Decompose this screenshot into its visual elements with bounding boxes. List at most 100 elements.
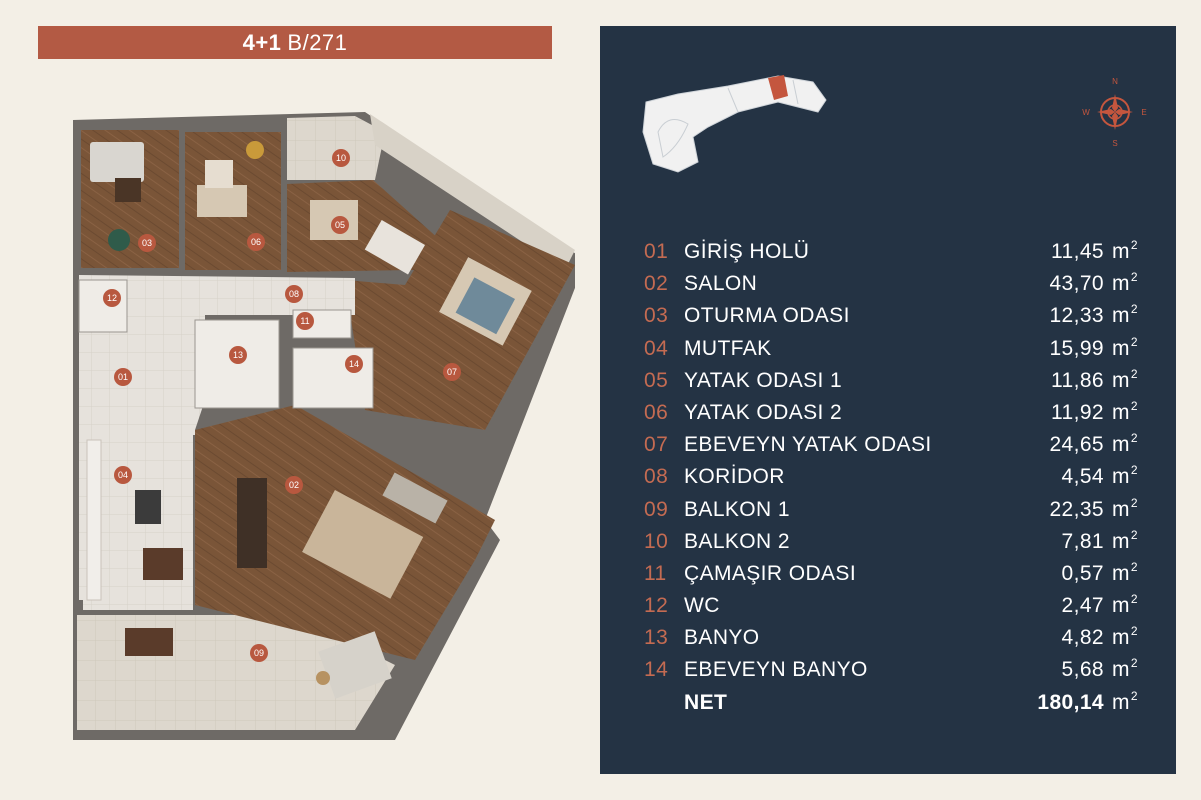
floor-plan: 03 06 05 10 07 08 11 12 13 14 01 04 02 0… — [55, 100, 585, 740]
room-row: 08 KORİDOR 4,54 m2 — [644, 463, 1138, 495]
plan-label-03: 03 — [142, 238, 152, 248]
plan-label-10: 10 — [336, 153, 346, 163]
room-area-value: 2,47 — [1061, 594, 1105, 618]
room-number: 08 — [644, 465, 669, 489]
room-name: ÇAMAŞIR ODASI — [684, 561, 857, 585]
room-number: 07 — [644, 433, 669, 457]
area-unit: m — [1112, 465, 1130, 489]
area-unit-power: 2 — [1130, 366, 1138, 381]
compass-w: W — [1082, 108, 1090, 117]
plan-label-12: 12 — [107, 293, 117, 303]
room-area-value: 11,92 — [1051, 400, 1105, 424]
area-unit: m — [1112, 658, 1130, 682]
area-unit-power: 2 — [1130, 592, 1138, 607]
unit-code: B/271 — [287, 29, 348, 55]
area-unit-power: 2 — [1130, 334, 1138, 349]
net-area-value: 180,14 — [1037, 690, 1105, 714]
area-unit-power: 2 — [1130, 624, 1138, 639]
room-area: 11,86 m2 — [1018, 367, 1138, 393]
room-name: BALKON 1 — [684, 497, 790, 521]
area-unit: m — [1112, 529, 1130, 553]
area-unit: m — [1112, 272, 1130, 296]
room-area-value: 11,45 — [1051, 240, 1105, 263]
room-number: 09 — [644, 497, 669, 521]
area-unit-power: 2 — [1130, 270, 1138, 285]
room-number: 11 — [644, 561, 667, 585]
room-area-value: 7,81 — [1061, 529, 1105, 553]
area-unit: m — [1112, 690, 1130, 714]
site-location-map — [642, 75, 827, 173]
area-unit: m — [1112, 561, 1130, 585]
room-number: 13 — [644, 626, 669, 650]
room-area: 2,47 m2 — [1018, 592, 1138, 618]
room-number: 03 — [644, 304, 669, 328]
room-number: 12 — [644, 594, 669, 618]
unit-type: 4+1 — [242, 29, 282, 55]
plan-label-02: 02 — [289, 480, 299, 490]
area-unit-power: 2 — [1130, 527, 1138, 542]
room-name: KORİDOR — [684, 465, 785, 489]
area-unit: m — [1112, 433, 1130, 457]
room-area-value: 11,86 — [1051, 368, 1105, 392]
plan-label-09: 09 — [254, 648, 264, 658]
room-area: 4,82 m2 — [1018, 624, 1138, 650]
room-area-value: 22,35 — [1049, 497, 1105, 521]
area-unit: m — [1112, 594, 1130, 618]
unit-title-bar: 4+1 B/271 — [38, 26, 552, 59]
compass-icon: N E S W — [1082, 77, 1146, 148]
room-area-value: 4,82 — [1061, 626, 1105, 650]
room-number: 10 — [644, 529, 669, 553]
room-row: 13 BANYO 4,82 m2 — [644, 624, 1138, 656]
area-unit-power: 2 — [1130, 238, 1138, 252]
floor-plan-drawing: 03 06 05 10 07 08 11 12 13 14 01 04 02 0… — [73, 112, 585, 740]
room-number: 06 — [644, 400, 669, 424]
compass-e: E — [1141, 108, 1146, 117]
area-unit-power: 2 — [1130, 463, 1138, 478]
room-name: BALKON 2 — [684, 529, 790, 553]
room-name: OTURMA ODASI — [684, 304, 850, 328]
area-unit: m — [1112, 304, 1130, 328]
compass-n: N — [1112, 77, 1118, 86]
room-name: BANYO — [684, 626, 760, 650]
room-markers — [103, 149, 461, 662]
room-area-value: 0,57 — [1061, 561, 1105, 585]
room-name: EBEVEYN BANYO — [684, 658, 868, 682]
room-area-value: 24,65 — [1049, 433, 1105, 457]
area-unit: m — [1112, 626, 1130, 650]
area-unit-power: 2 — [1130, 302, 1138, 317]
room-number: 04 — [644, 336, 669, 360]
plan-label-01: 01 — [118, 372, 128, 382]
area-unit-power: 2 — [1130, 495, 1138, 510]
area-unit-power: 2 — [1130, 431, 1138, 446]
plan-label-06: 06 — [251, 237, 261, 247]
room-area-value: 4,54 — [1061, 465, 1105, 489]
area-unit: m — [1112, 368, 1130, 392]
area-unit-power: 2 — [1130, 398, 1138, 413]
room-name: SALON — [684, 272, 758, 296]
room-area-value: 15,99 — [1049, 336, 1105, 360]
plan-label-14: 14 — [349, 359, 359, 369]
area-unit-power: 2 — [1130, 559, 1138, 574]
room-number: 05 — [644, 368, 669, 392]
room-name: YATAK ODASI 2 — [684, 400, 843, 424]
room-row: 11 ÇAMAŞIR ODASI 0,57 m2 — [644, 560, 1138, 592]
